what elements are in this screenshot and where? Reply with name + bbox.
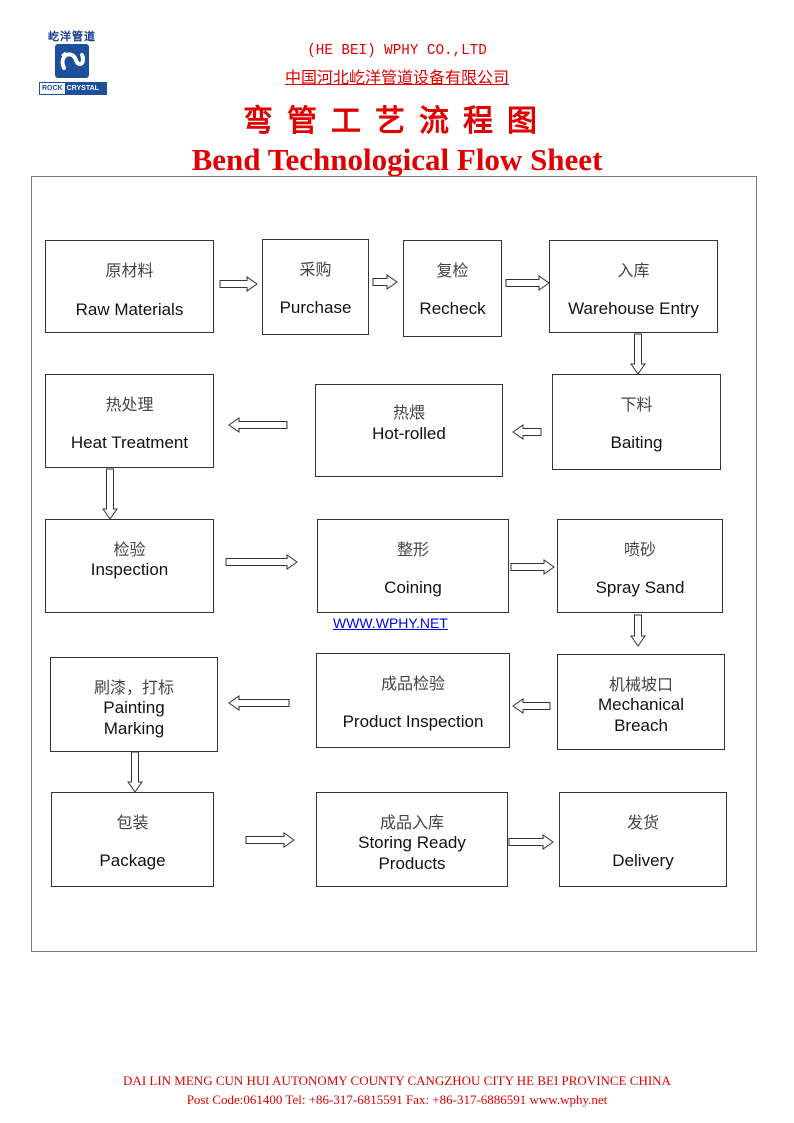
step-label-cn: 包装 — [116, 813, 149, 832]
flow-step-painting-marking: 刷漆，打标 Painting Marking — [50, 657, 218, 752]
company-logo: 屹洋管道 ROCK CRYSTAL — [36, 28, 108, 96]
page-title-cn: 弯管工艺流程图 — [243, 104, 551, 139]
logo-brand-rock: ROCK — [40, 83, 65, 94]
logo-brand: ROCK CRYSTAL — [39, 82, 107, 95]
flow-step-baiting: 下料 Baiting — [552, 374, 721, 470]
step-label-cn: 成品入库 — [379, 813, 444, 832]
company-name-en: (HE BEI) WPHY CO.,LTD — [307, 42, 487, 59]
footer-contact: Post Code:061400 Tel: +86-317-6815591 Fa… — [186, 1092, 608, 1107]
step-label-cn: 热处理 — [105, 395, 154, 414]
step-label-en: Storing Ready Products — [358, 833, 466, 873]
step-label-en: Coining — [384, 578, 442, 597]
step-label-cn: 采购 — [299, 260, 332, 279]
step-label-cn: 下料 — [620, 395, 653, 414]
flow-step-product-inspection: 成品检验 Product Inspection — [316, 653, 510, 748]
flow-sheet-frame — [31, 176, 757, 952]
step-label-en: Hot-rolled — [372, 424, 446, 443]
step-label-en: Delivery — [612, 851, 674, 870]
footer-address: DAI LIN MENG CUN HUI AUTONOMY COUNTY CAN… — [123, 1073, 671, 1088]
flow-step-spray-sand: 喷砂 Spray Sand — [557, 519, 723, 613]
logo-mark-icon — [55, 44, 89, 78]
flow-step-recheck: 复检 Recheck — [403, 240, 502, 337]
step-label-cn: 热煨 — [392, 403, 425, 422]
step-label-cn: 刷漆，打标 — [93, 678, 174, 697]
step-label-en: Inspection — [90, 560, 169, 579]
step-label-en: Baiting — [610, 433, 663, 452]
company-name-cn-text: 中国河北屹洋管道设备有限公司 — [284, 68, 509, 87]
flow-step-hot-rolled: 热煨 Hot-rolled — [315, 384, 503, 477]
step-label-cn: 发货 — [626, 813, 659, 832]
step-label-en: Painting Marking — [103, 698, 165, 738]
step-label-en: Warehouse Entry — [568, 299, 699, 318]
flow-step-mechanical-breach: 机械坡口 Mechanical Breach — [557, 654, 725, 750]
logo-name-cn: 屹洋管道 — [48, 30, 96, 43]
step-label-cn: 整形 — [396, 540, 429, 559]
step-label-cn: 复检 — [436, 261, 469, 280]
step-label-cn: 机械坡口 — [608, 675, 673, 694]
website-link[interactable]: WWW.WPHY.NET — [333, 615, 448, 631]
step-label-en: Mechanical Breach — [598, 695, 684, 735]
flow-step-warehouse-entry: 入库 Warehouse Entry — [549, 240, 718, 333]
flow-step-purchase: 采购 Purchase — [262, 239, 369, 335]
step-label-en: Recheck — [419, 299, 486, 318]
step-label-en: Raw Materials — [75, 300, 184, 319]
flow-step-raw-materials: 原材料 Raw Materials — [45, 240, 214, 333]
step-label-cn: 成品检验 — [380, 674, 445, 693]
step-label-en: Package — [99, 851, 166, 870]
flow-step-heat-treatment: 热处理 Heat Treatment — [45, 374, 214, 468]
step-label-cn: 入库 — [617, 261, 650, 280]
step-label-cn: 喷砂 — [623, 540, 656, 559]
step-label-en: Purchase — [279, 298, 352, 317]
company-name-cn: 中国河北屹洋管道设备有限公司 — [0, 64, 794, 88]
flow-step-delivery: 发货 Delivery — [559, 792, 727, 887]
step-label-en: Spray Sand — [595, 578, 685, 597]
step-label-cn: 检验 — [113, 540, 146, 559]
flow-step-coining: 整形 Coining — [317, 519, 509, 613]
step-label-cn: 原材料 — [105, 261, 154, 280]
flow-step-storing-ready-products: 成品入库 Storing Ready Products — [316, 792, 508, 887]
step-label-en: Heat Treatment — [70, 433, 189, 452]
step-label-en: Product Inspection — [342, 712, 484, 731]
flow-step-inspection: 检验 Inspection — [45, 519, 214, 613]
flow-step-package: 包装 Package — [51, 792, 214, 887]
page-title-en: Bend Technological Flow Sheet — [191, 142, 603, 177]
logo-brand-crystal: CRYSTAL — [64, 83, 106, 94]
